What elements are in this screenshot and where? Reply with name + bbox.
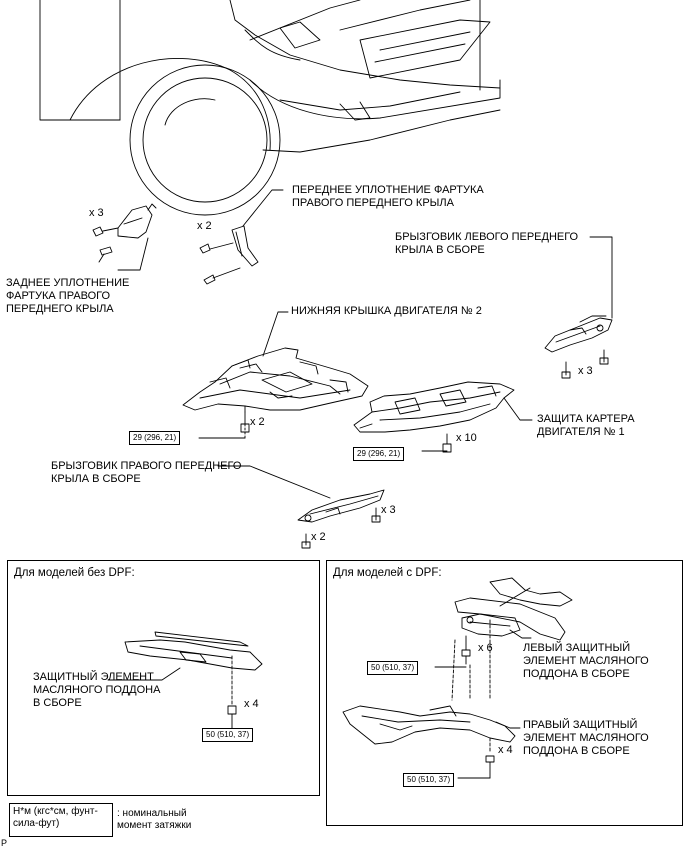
right-splash-shield-label: БРЫЗГОВИК ПРАВОГО ПЕРЕДНЕГО КРЫЛА В СБОР… <box>51 460 241 486</box>
front-seal-qty: x 2 <box>197 220 212 232</box>
dpf-protectors-part <box>342 577 573 779</box>
left-splash-label-line-1: БРЫЗГОВИК ЛЕВОГО ПЕРЕДНЕГО <box>395 231 579 243</box>
under-cover-qty: x 2 <box>250 416 265 428</box>
crankcase-guard-part <box>353 381 515 433</box>
right-splash-shield-part <box>297 489 385 549</box>
left-protector-qty: x 6 <box>478 642 493 654</box>
right-protector-label: ПРАВЫЙ ЗАЩИТНЫЙ ЭЛЕМЕНТ МАСЛЯНОГО ПОДДОН… <box>523 719 649 758</box>
left-splash-qty: x 3 <box>578 365 593 377</box>
leader-lines <box>117 189 613 499</box>
crankcase-torque: 29 (296, 21) <box>353 447 405 461</box>
left-splash-label-line-2: КРЫЛА В СБОРЕ <box>395 244 485 256</box>
left-splash-shield-part <box>544 315 613 379</box>
right-splash-label-line-1: БРЫЗГОВИК ПРАВОГО ПЕРЕДНЕГО <box>51 460 242 472</box>
with-dpf-panel <box>326 560 683 826</box>
rear-seal-label-line-3: ПЕРЕДНЕГО КРЫЛА <box>6 303 114 315</box>
oil-pan-torque: 50 (510, 37) <box>202 728 254 742</box>
left-protector-label: ЛЕВЫЙ ЗАЩИТНЫЙ ЭЛЕМЕНТ МАСЛЯНОГО ПОДДОНА… <box>523 642 649 681</box>
rear-seal-label-line-2: ФАРТУКА ПРАВОГО <box>6 290 111 302</box>
corner-mark: P <box>1 838 8 848</box>
right-splash-qty-a: x 3 <box>381 504 396 516</box>
left-splash-shield-label: БРЫЗГОВИК ЛЕВОГО ПЕРЕДНЕГО КРЫЛА В СБОРЕ <box>395 231 578 257</box>
torque-unit-legend: Н*м (кгс*см, фунт- сила-фут) <box>9 803 113 837</box>
oil-pan-protector-part <box>107 631 263 729</box>
left-protector-label-line-2: ЭЛЕМЕНТ МАСЛЯНОГО <box>523 655 649 667</box>
legend-meaning-line-1: : номинальный <box>117 808 187 819</box>
legend-meaning-line-2: момент затяжки <box>117 820 192 831</box>
right-protector-label-line-1: ПРАВЫЙ ЗАЩИТНЫЙ <box>523 719 638 731</box>
front-seal-label-line-2: ПРАВОГО ПЕРЕДНЕГО КРЫЛА <box>292 197 454 209</box>
crankcase-label-line-1: ЗАЩИТА КАРТЕРА <box>537 413 635 425</box>
rear-seal-qty: x 3 <box>89 207 104 219</box>
rear-seal-part <box>92 203 157 263</box>
right-protector-label-line-3: ПОДДОНА В СБОРЕ <box>523 745 630 757</box>
legend-unit-line-1: Н*м (кгс*см, фунт- <box>13 806 98 817</box>
rear-seal-label: ЗАДНЕЕ УПЛОТНЕНИЕ ФАРТУКА ПРАВОГО ПЕРЕДН… <box>6 277 129 316</box>
right-protector-label-line-2: ЭЛЕМЕНТ МАСЛЯНОГО <box>523 732 649 744</box>
legend-unit-line-2: сила-фут) <box>13 818 60 829</box>
front-seal-label-line-1: ПЕРЕДНЕЕ УПЛОТНЕНИЕ ФАРТУКА <box>292 184 484 196</box>
with-dpf-panel-title: Для моделей с DPF: <box>333 567 442 579</box>
oil-pan-label-line-2: МАСЛЯНОГО ПОДДОНА <box>33 684 161 696</box>
front-seal-label: ПЕРЕДНЕЕ УПЛОТНЕНИЕ ФАРТУКА ПРАВОГО ПЕРЕ… <box>292 184 484 210</box>
under-cover-torque: 29 (296, 21) <box>129 431 181 445</box>
engine-under-cover-part <box>182 347 369 413</box>
front-seal-part <box>199 225 259 285</box>
crankcase-label-line-2: ДВИГАТЕЛЯ № 1 <box>537 426 625 438</box>
legend-meaning: : номинальный момент затяжки <box>117 808 191 832</box>
left-protector-torque: 50 (510, 37) <box>367 661 419 675</box>
oil-pan-protector-label: ЗАЩИТНЫЙ ЭЛЕМЕНТ МАСЛЯНОГО ПОДДОНА В СБО… <box>33 671 160 710</box>
right-protector-torque: 50 (510, 37) <box>403 773 455 787</box>
left-protector-label-line-3: ПОДДОНА В СБОРЕ <box>523 668 630 680</box>
crankcase-qty: x 10 <box>456 432 477 444</box>
right-splash-label-line-2: КРЫЛА В СБОРЕ <box>51 473 141 485</box>
right-protector-qty: x 4 <box>498 744 513 756</box>
under-cover-label: НИЖНЯЯ КРЫШКА ДВИГАТЕЛЯ № 2 <box>291 305 482 317</box>
right-splash-qty-b: x 2 <box>311 531 326 543</box>
rear-seal-label-line-1: ЗАДНЕЕ УПЛОТНЕНИЕ <box>6 277 130 289</box>
vehicle-front-drawing <box>39 0 501 216</box>
no-dpf-panel <box>7 560 320 796</box>
crankcase-guard-label: ЗАЩИТА КАРТЕРА ДВИГАТЕЛЯ № 1 <box>537 413 635 439</box>
oil-pan-label-line-3: В СБОРЕ <box>33 697 82 709</box>
bolt-marks <box>240 411 452 453</box>
oil-pan-label-line-1: ЗАЩИТНЫЙ ЭЛЕМЕНТ <box>33 671 154 683</box>
left-protector-label-line-1: ЛЕВЫЙ ЗАЩИТНЫЙ <box>523 642 631 654</box>
no-dpf-panel-title: Для моделей без DPF: <box>14 567 135 579</box>
oil-pan-qty: x 4 <box>244 698 259 710</box>
